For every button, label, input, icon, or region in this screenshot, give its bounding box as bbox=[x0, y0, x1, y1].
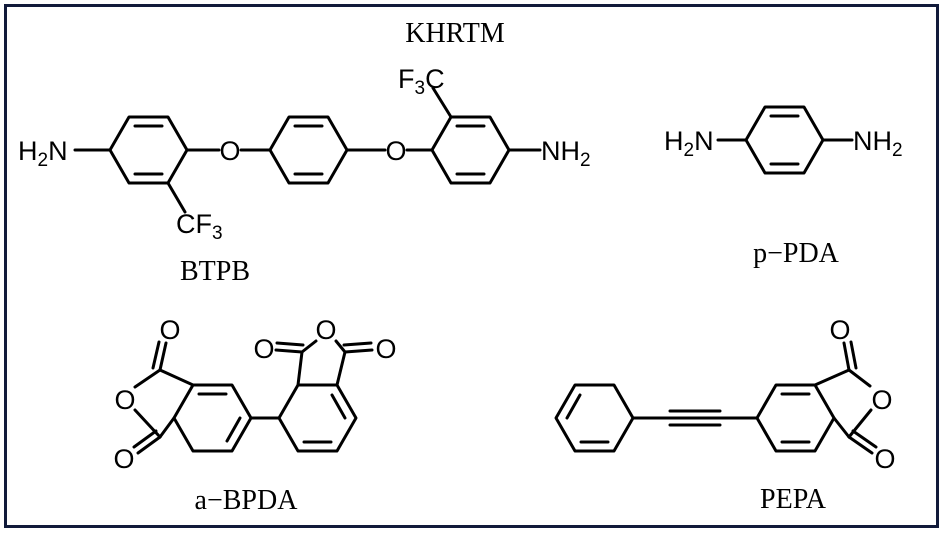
figure-title: KHRTM bbox=[405, 18, 505, 49]
ppda-h2n-label: H2N bbox=[664, 126, 714, 161]
pepa-caption: PEPA bbox=[760, 484, 827, 515]
pepa-ring-o: O bbox=[871, 385, 892, 415]
ppda-nh2-label: NH2 bbox=[853, 126, 903, 161]
ppda-caption: p−PDA bbox=[753, 238, 840, 269]
abpda-carbonyl-o-4: O bbox=[375, 334, 396, 364]
ppda-structure: H2N NH2 p−PDA bbox=[664, 105, 903, 269]
btpb-ether-o-1: O bbox=[219, 136, 240, 166]
btpb-cf3-top: F3C bbox=[398, 64, 445, 99]
abpda-ring-o-left: O bbox=[114, 385, 135, 415]
abpda-ring-o-right: O bbox=[315, 315, 336, 345]
abpda-carbonyl-o-1: O bbox=[159, 315, 180, 345]
btpb-ether-o-2: O bbox=[385, 136, 406, 166]
btpb-caption: BTPB bbox=[180, 256, 250, 287]
btpb-nh2-label: NH2 bbox=[541, 136, 591, 171]
pepa-carbonyl-o-1: O bbox=[829, 315, 850, 345]
pepa-carbonyl-o-2: O bbox=[874, 444, 895, 474]
btpb-h2n-label: H2N bbox=[18, 136, 68, 171]
abpda-structure: O O O O O O a−BPDA bbox=[113, 315, 396, 516]
btpb-cf3-bottom: CF3 bbox=[176, 209, 223, 244]
abpda-carbonyl-o-3: O bbox=[253, 334, 274, 364]
pepa-structure: O O O PEPA bbox=[554, 315, 896, 515]
abpda-caption: a−BPDA bbox=[195, 485, 299, 516]
btpb-structure: H2N O O NH2 CF3 F3C BTPB bbox=[18, 64, 591, 287]
abpda-carbonyl-o-2: O bbox=[113, 444, 134, 474]
